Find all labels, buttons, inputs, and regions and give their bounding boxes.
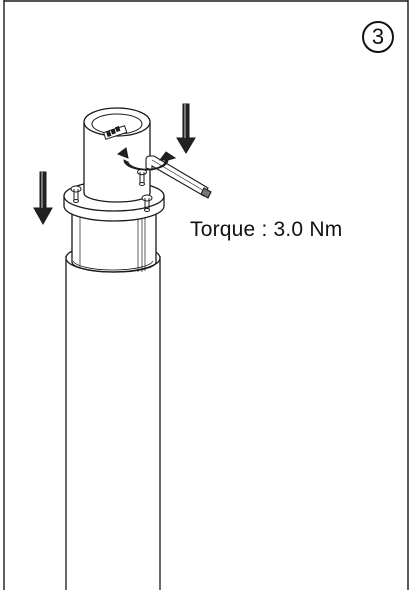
page-frame [3, 0, 409, 590]
down-arrow-icon [176, 103, 196, 154]
connector-terminal [102, 125, 128, 140]
screw-front [137, 168, 147, 186]
screw-right [141, 194, 153, 212]
step-number: 3 [371, 24, 385, 49]
tube-body [65, 243, 161, 590]
down-arrow-icon [33, 171, 53, 226]
screw-left [70, 185, 82, 203]
torque-annotation: Torque : 3.0 Nm [190, 218, 343, 241]
top-housing [83, 107, 151, 203]
rotate-arrow-icon [116, 147, 177, 171]
step-number-badge: 3 [362, 21, 394, 53]
